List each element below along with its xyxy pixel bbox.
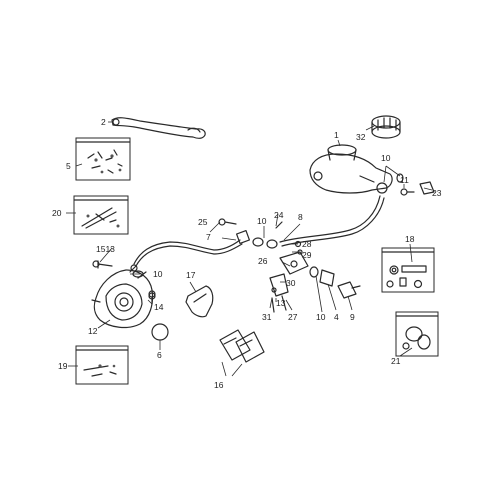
washers-hose-junction	[252, 237, 278, 249]
label-part-23: 23	[432, 188, 442, 198]
reservoir-cap	[371, 115, 401, 139]
label-part-27: 27	[288, 312, 298, 322]
brake-caliper	[91, 264, 156, 329]
label-part-14: 14	[154, 302, 164, 312]
brake-hose-upper	[279, 182, 388, 247]
label-part-25: 25	[198, 217, 208, 227]
label-part-20: 20	[52, 208, 62, 218]
label-part-4: 4	[334, 312, 339, 322]
brake-lever	[111, 117, 206, 139]
label-part-24: 24	[274, 210, 284, 220]
label-part-29: 29	[302, 250, 312, 260]
label-part-10-hose: 10	[257, 216, 267, 226]
label-part-17: 17	[186, 270, 196, 280]
bleed-screw	[148, 290, 156, 305]
brake-pads	[219, 329, 265, 377]
label-part-12: 12	[88, 326, 98, 336]
small-parts-bag-19	[75, 345, 129, 385]
label-part-8: 8	[298, 212, 303, 222]
round-seal	[151, 323, 169, 341]
label-part-2: 2	[101, 117, 106, 127]
small-parts-bag-5	[75, 137, 131, 181]
label-part-13: 13	[276, 298, 286, 308]
label-part-1: 1	[334, 130, 339, 140]
small-parts-bag-21	[395, 311, 439, 357]
label-part-18: 18	[405, 234, 415, 244]
label-part-10-master: 10	[381, 153, 391, 163]
label-part-16: 16	[214, 380, 224, 390]
label-part-6: 6	[157, 350, 162, 360]
caliper-bolt	[92, 260, 113, 269]
pad-bracket	[185, 285, 214, 318]
label-part-9: 9	[350, 312, 355, 322]
label-part-30: 30	[286, 278, 296, 288]
label-part-32: 32	[356, 132, 366, 142]
label-part-1513: 1513	[96, 244, 115, 254]
label-part-28: 28	[302, 239, 312, 249]
banjo-bolt-25	[218, 218, 237, 226]
label-part-26: 26	[258, 256, 268, 266]
hose-fitting-23	[419, 181, 435, 195]
small-parts-bag-18	[381, 247, 435, 293]
label-part-11: 11	[400, 175, 409, 185]
small-parts-bag-20	[73, 195, 129, 235]
label-part-31: 31	[262, 312, 272, 322]
label-part-10-fitting: 10	[316, 312, 326, 322]
small-bolt-24	[275, 221, 283, 229]
master-cylinder-bolts	[396, 173, 415, 196]
label-part-5: 5	[66, 161, 71, 171]
label-part-7: 7	[206, 232, 211, 242]
part-labels: 2 5 20 1513 10 14 12 6 19 17 16 7 25 10 …	[52, 117, 442, 390]
leader-lines	[66, 121, 433, 367]
master-cylinder	[309, 144, 393, 194]
label-part-19: 19	[58, 361, 68, 371]
brake-hose-lower	[133, 229, 251, 267]
label-part-21: 21	[391, 356, 401, 366]
stop-light-switch	[337, 281, 361, 299]
label-part-10-caliper: 10	[153, 269, 163, 279]
washer-and-fitting	[309, 266, 335, 287]
switch-mount	[269, 273, 289, 313]
